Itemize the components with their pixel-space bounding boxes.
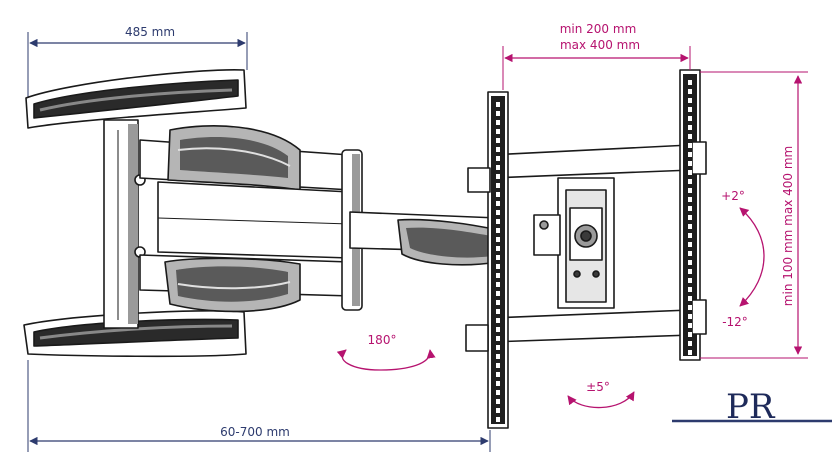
wall-plate xyxy=(23,69,247,358)
rail-hole xyxy=(688,89,692,94)
rail-hole xyxy=(688,332,692,337)
rail-hole xyxy=(688,305,692,310)
rail-hole xyxy=(496,390,500,395)
rail-hole xyxy=(688,242,692,247)
rail-hole xyxy=(496,111,500,116)
rail-hole xyxy=(496,291,500,296)
rail-hole xyxy=(688,80,692,85)
rail-hole xyxy=(496,246,500,251)
rail-hole xyxy=(496,273,500,278)
rail-hole xyxy=(496,138,500,143)
arm-width-label: 485 mm xyxy=(125,25,175,39)
extension-label: 60-700 mm xyxy=(220,425,290,439)
rail-hole xyxy=(496,102,500,107)
rail-hole xyxy=(496,264,500,269)
rail-hole xyxy=(688,197,692,202)
rail-hole xyxy=(496,147,500,152)
rail-hole xyxy=(496,417,500,422)
vesa-horizontal-min-label: min 200 mm xyxy=(560,22,637,36)
rail-hole xyxy=(496,372,500,377)
tilt-down-label: -12° xyxy=(722,315,748,329)
rotation-label: ±5° xyxy=(586,380,610,394)
rail-hole xyxy=(688,125,692,130)
vesa-horizontal-dimension: min 200 mm max 400 mm xyxy=(502,22,691,90)
rail-hole xyxy=(688,188,692,193)
rail-hole xyxy=(688,134,692,139)
rail-hole xyxy=(496,345,500,350)
rail-hole xyxy=(496,408,500,413)
extension-dimension: 60-700 mm xyxy=(27,360,491,452)
rail-hole xyxy=(496,174,500,179)
rail-hole xyxy=(496,192,500,197)
rail-hole xyxy=(496,219,500,224)
rail-hole xyxy=(688,260,692,265)
rail-hole xyxy=(496,309,500,314)
rail-hole xyxy=(496,318,500,323)
rail-hole xyxy=(496,300,500,305)
rotation-indicator: ±5° xyxy=(567,380,635,409)
rail-hole xyxy=(688,224,692,229)
rail-hole xyxy=(688,269,692,274)
vesa-vertical-label: min 100 mm max 400 mm xyxy=(781,146,795,306)
arm-width-dimension: 485 mm xyxy=(27,25,248,100)
rail-hole xyxy=(688,341,692,346)
rail-hole xyxy=(688,278,692,283)
rail-hole xyxy=(688,161,692,166)
rail-hole xyxy=(496,354,500,359)
rail-hole xyxy=(496,336,500,341)
swivel-indicator: 180° xyxy=(336,333,436,371)
rail-holes xyxy=(496,80,692,422)
tilt-indicator: +2° -12° xyxy=(721,189,765,329)
second-arm xyxy=(349,211,499,266)
rail-hole xyxy=(688,206,692,211)
rail-hole xyxy=(688,98,692,103)
rail-hole xyxy=(496,156,500,161)
tv-bracket xyxy=(465,69,707,429)
rail-hole xyxy=(688,107,692,112)
rail-hole xyxy=(688,215,692,220)
tilt-up-label: +2° xyxy=(721,189,745,203)
rail-hole xyxy=(688,287,692,292)
rail-hole xyxy=(496,255,500,260)
rail-hole xyxy=(496,282,500,287)
swivel-label: 180° xyxy=(368,333,397,347)
rail-hole xyxy=(688,152,692,157)
rail-hole xyxy=(496,201,500,206)
rail-hole xyxy=(496,363,500,368)
rail-hole xyxy=(496,210,500,215)
rail-hole xyxy=(688,251,692,256)
rail-hole xyxy=(688,116,692,121)
rail-hole xyxy=(496,381,500,386)
rail-hole xyxy=(688,350,692,355)
rail-hole xyxy=(496,120,500,125)
rail-hole xyxy=(496,327,500,332)
rail-hole xyxy=(688,170,692,175)
rail-hole xyxy=(496,165,500,170)
rail-hole xyxy=(496,183,500,188)
vesa-horizontal-max-label: max 400 mm xyxy=(560,38,640,52)
first-arm-assembly xyxy=(139,125,363,313)
rail-hole xyxy=(688,233,692,238)
rail-hole xyxy=(688,314,692,319)
vesa-vertical-dimension: min 100 mm max 400 mm xyxy=(700,71,808,359)
rail-hole xyxy=(688,323,692,328)
rail-hole xyxy=(688,179,692,184)
rail-hole xyxy=(688,143,692,148)
rail-hole xyxy=(496,237,500,242)
rail-hole xyxy=(496,129,500,134)
rail-hole xyxy=(496,399,500,404)
rail-hole xyxy=(688,296,692,301)
brand-logo: PR xyxy=(672,387,832,427)
rail-hole xyxy=(496,228,500,233)
